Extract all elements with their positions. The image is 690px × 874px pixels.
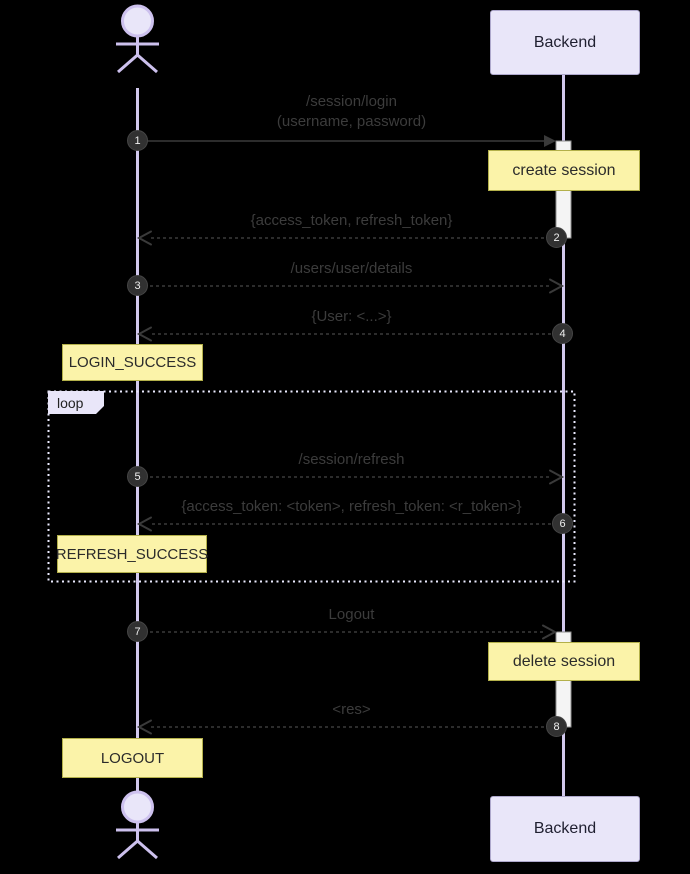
message-label-6: {access_token: <token>, refresh_token: <… bbox=[181, 498, 522, 515]
note-create-session: create session bbox=[488, 150, 640, 191]
sequence-number-5: 5 bbox=[127, 466, 148, 487]
sequence-number-6: 6 bbox=[552, 513, 573, 534]
message-label-1: /session/login (username, password) bbox=[276, 93, 427, 130]
message-label-8: <res> bbox=[332, 701, 371, 718]
message-arrow-6 bbox=[136, 516, 563, 532]
message-label-4: {User: <...>} bbox=[311, 308, 392, 325]
participant-backend-bottom: Backend bbox=[490, 796, 640, 862]
sequence-number-8: 8 bbox=[546, 716, 567, 737]
message-arrow-5 bbox=[138, 469, 565, 485]
participant-backend-top: Backend bbox=[490, 10, 640, 75]
sequence-number-1: 1 bbox=[127, 130, 148, 151]
sequence-number-4: 4 bbox=[552, 323, 573, 344]
message-label-7: Logout bbox=[328, 606, 375, 623]
message-arrow-3 bbox=[138, 278, 565, 294]
message-arrow-8 bbox=[136, 719, 556, 735]
message-arrow-4 bbox=[136, 326, 563, 342]
sequence-number-3: 3 bbox=[127, 275, 148, 296]
actor-icon-bottom bbox=[116, 790, 159, 860]
sequence-number-7: 7 bbox=[127, 621, 148, 642]
message-label-2: {access_token, refresh_token} bbox=[250, 212, 453, 229]
loop-frame bbox=[47, 390, 576, 583]
note-delete-session: delete session bbox=[488, 642, 640, 681]
message-arrow-7 bbox=[138, 624, 558, 640]
message-label-3: /users/user/details bbox=[290, 260, 413, 277]
note-logout: LOGOUT bbox=[62, 738, 203, 778]
note-login-success: LOGIN_SUCCESS bbox=[62, 344, 203, 381]
message-label-5: /session/refresh bbox=[298, 451, 405, 468]
note-refresh-success: REFRESH_SUCCESS bbox=[56, 535, 208, 573]
message-arrow-1 bbox=[138, 135, 556, 147]
sequence-number-2: 2 bbox=[546, 227, 567, 248]
actor-icon-top bbox=[116, 4, 159, 74]
loop-label: loop bbox=[48, 391, 104, 414]
message-arrow-2 bbox=[136, 230, 556, 246]
